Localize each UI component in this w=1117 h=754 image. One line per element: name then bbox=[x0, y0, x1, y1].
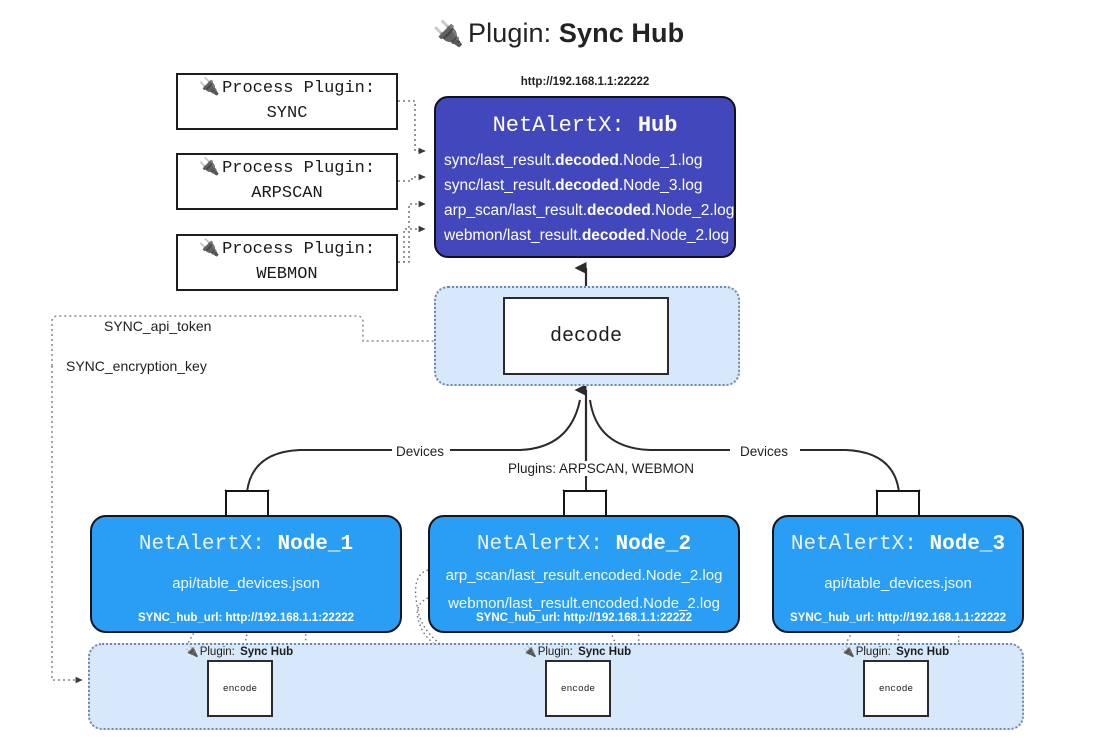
plug-icon: 🔌 bbox=[841, 646, 855, 658]
node-title: NetAlertX: Node_3 bbox=[790, 533, 1006, 556]
plug-icon: 🔌 bbox=[432, 20, 465, 48]
hub-log-row: webmon/last_result.decoded.Node_2.log bbox=[444, 227, 730, 244]
node-line: api/table_devices.json bbox=[824, 575, 972, 592]
sync-encryption-key-label: SYNC_encryption_key bbox=[62, 358, 211, 374]
plug-icon: 🔌 bbox=[523, 646, 537, 658]
devices-label-left: Devices bbox=[392, 444, 449, 459]
hub-log-row: arp_scan/last_result.decoded.Node_2.log bbox=[444, 202, 735, 219]
page-title-prefix: Plugin: bbox=[468, 18, 552, 48]
hub-title-prefix: NetAlertX: bbox=[492, 113, 625, 138]
hub-title-name: Hub bbox=[637, 113, 678, 138]
node-title: NetAlertX: Node_1 bbox=[138, 533, 354, 556]
hub-log-row: sync/last_result.decoded.Node_1.log bbox=[444, 152, 703, 169]
node-line: api/table_devices.json bbox=[172, 575, 320, 592]
node-line-list: api/table_devices.json bbox=[774, 570, 1022, 598]
node-title: NetAlertX: Node_2 bbox=[476, 533, 692, 556]
node-hub-url: SYNC_hub_url: http://192.168.1.1:22222 bbox=[137, 612, 355, 624]
page-title-name: Sync Hub bbox=[558, 18, 685, 48]
node-1[interactable]: NetAlertX: Node_1 api/table_devices.json… bbox=[90, 515, 402, 633]
sync-api-token-label: SYNC_api_token bbox=[100, 318, 216, 334]
node-line-list: arp_scan/last_result.encoded.Node_2.log … bbox=[430, 562, 738, 618]
node-hub-url: SYNC_hub_url: http://192.168.1.1:22222 bbox=[789, 612, 1007, 624]
process-plugin-label: Process Plugin: bbox=[222, 239, 376, 259]
plugin-tag-3: 🔌Plugin: Sync Hub bbox=[841, 645, 950, 659]
hub-log-list: sync/last_result.decoded.Node_1.log sync… bbox=[436, 148, 734, 248]
node-hub-url: SYNC_hub_url: http://192.168.1.1:22222 bbox=[475, 612, 693, 624]
hub-log-row: sync/last_result.decoded.Node_3.log bbox=[444, 177, 703, 194]
plug-icon: 🔌 bbox=[198, 158, 221, 178]
encode-box-3[interactable]: encode bbox=[863, 660, 929, 717]
node-3[interactable]: NetAlertX: Node_3 api/table_devices.json… bbox=[772, 515, 1024, 633]
plug-icon: 🔌 bbox=[198, 239, 221, 259]
process-plugin-name: SYNC bbox=[266, 103, 308, 123]
process-plugin-sync[interactable]: 🔌Process Plugin: SYNC bbox=[176, 73, 398, 130]
plugin-tag-2: 🔌Plugin: Sync Hub bbox=[523, 645, 632, 659]
node-2[interactable]: NetAlertX: Node_2 arp_scan/last_result.e… bbox=[428, 515, 740, 633]
plugins-label-middle: Plugins: ARPSCAN, WEBMON bbox=[504, 461, 699, 476]
process-plugin-label: Process Plugin: bbox=[222, 158, 376, 178]
encode-box-2[interactable]: encode bbox=[545, 660, 611, 717]
hub-node[interactable]: NetAlertX: Hub sync/last_result.decoded.… bbox=[434, 96, 736, 258]
process-plugin-webmon[interactable]: 🔌Process Plugin: WEBMON bbox=[176, 234, 398, 291]
process-plugin-name: WEBMON bbox=[256, 264, 318, 284]
process-plugin-label: Process Plugin: bbox=[222, 78, 376, 98]
node-line: arp_scan/last_result.encoded.Node_2.log bbox=[445, 567, 723, 584]
plugin-tag-1: 🔌Plugin: Sync Hub bbox=[185, 645, 294, 659]
hub-url-label: http://192.168.1.1:22222 bbox=[520, 76, 650, 88]
devices-label-right: Devices bbox=[736, 444, 793, 459]
page-title: 🔌Plugin: Sync Hub bbox=[0, 18, 1117, 49]
plug-icon: 🔌 bbox=[198, 78, 221, 98]
hub-title: NetAlertX: Hub bbox=[436, 113, 734, 138]
encode-box-1[interactable]: encode bbox=[207, 660, 273, 717]
decode-box[interactable]: decode bbox=[503, 297, 669, 375]
node-line: webmon/last_result.encoded.Node_2.log bbox=[448, 595, 720, 612]
process-plugin-arpscan[interactable]: 🔌Process Plugin: ARPSCAN bbox=[176, 153, 398, 210]
process-plugin-name: ARPSCAN bbox=[251, 183, 323, 203]
node-line-list: api/table_devices.json bbox=[92, 570, 400, 598]
plug-icon: 🔌 bbox=[185, 646, 199, 658]
